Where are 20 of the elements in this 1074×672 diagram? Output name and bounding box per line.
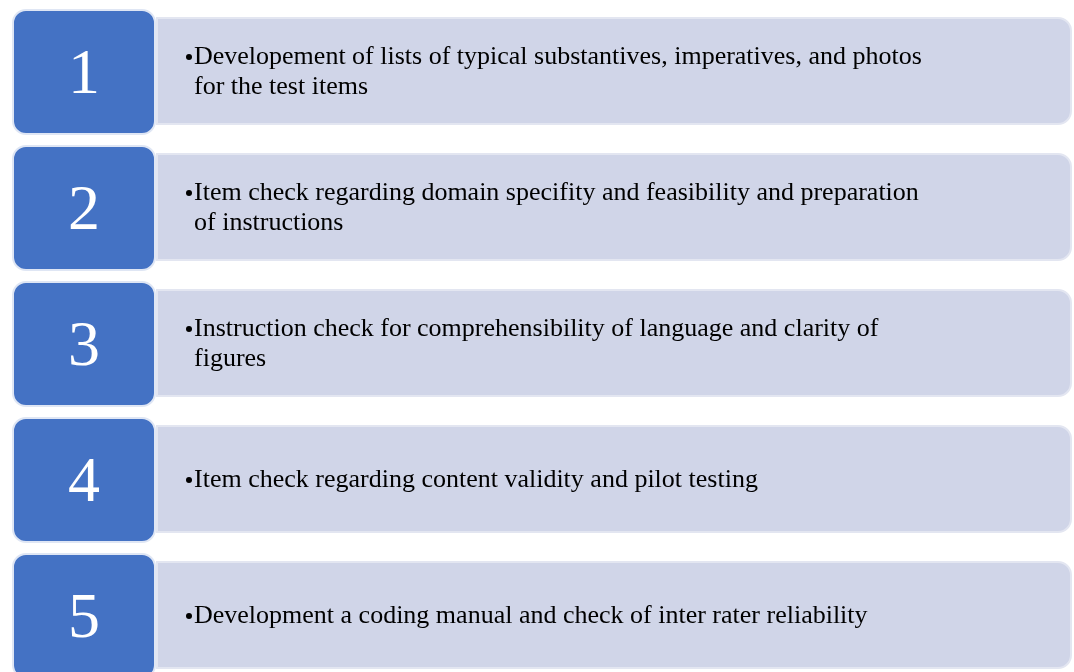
step-text-panel [156,561,1072,669]
step-text-panel [156,425,1072,533]
step-description: Development a coding manual and check of inter rater reliability [194,600,868,630]
step-text-panel [156,289,1072,397]
step-text-panel [156,17,1072,125]
step-number: 4 [68,448,100,512]
step-number-box [12,417,156,543]
step-number: 5 [68,584,100,648]
step-description: Instruction check for comprehensibility of language and clarity of figures [194,313,880,373]
step-number-box [12,553,156,672]
step-number-box [12,9,156,135]
step-number-box [12,145,156,271]
step-number: 3 [68,312,100,376]
step-number: 2 [68,176,100,240]
step-description: Item check regarding domain specifity and feasibility and preparation of instructions [194,177,920,237]
step-text-panel [156,153,1072,261]
step-number: 1 [68,40,100,104]
step-description: Developement of lists of typical substantives, imperatives, and photos for the test items [194,41,923,101]
step-number-box [12,281,156,407]
step-description: Item check regarding content validity and pilot testing [194,464,758,494]
